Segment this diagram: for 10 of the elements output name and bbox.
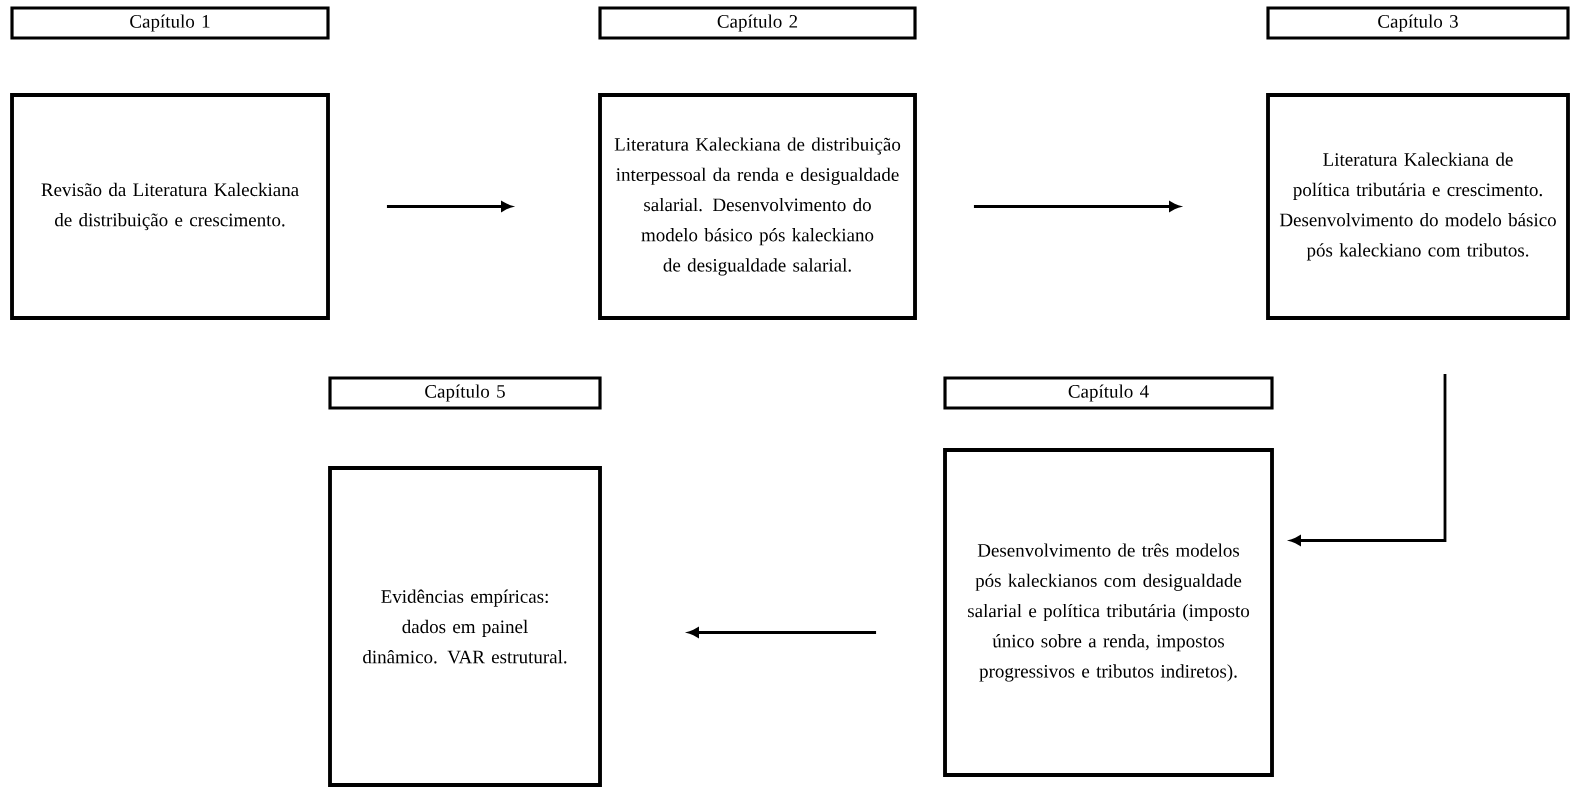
- content-box: Evidências empíricas: dados em painel dinâmico. VAR estrutural.: [328, 466, 602, 787]
- chapter-label-box: Capítulo 3: [1266, 6, 1570, 40]
- content-box: Literatura Kaleckiana de política tributária e crescimento. Desenvolvimento do modelo básico pós kaleckiano com tributos.: [1266, 93, 1570, 320]
- content-box: Desenvolvimento de três modelos pós kaleckianos com desigualdade salarial e política tributária (imposto único sobre a renda, impostos progressivos e tributos indiretos).: [943, 448, 1274, 777]
- chapter-label-box: Capítulo 2: [598, 6, 917, 40]
- content-box: Literatura Kaleckiana de distribuição interpessoal da renda e desigualdade salarial. Desenvolvimento do modelo básico pós kaleckiano de desigualdade salarial.: [598, 93, 917, 320]
- content-box: Revisão da Literatura Kaleckiana de distribuição e crescimento.: [10, 93, 330, 320]
- chapter-label-box: Capítulo 5: [328, 376, 602, 410]
- chapter-label-box: Capítulo 4: [943, 376, 1274, 410]
- chapter-label-box: Capítulo 1: [10, 6, 330, 40]
